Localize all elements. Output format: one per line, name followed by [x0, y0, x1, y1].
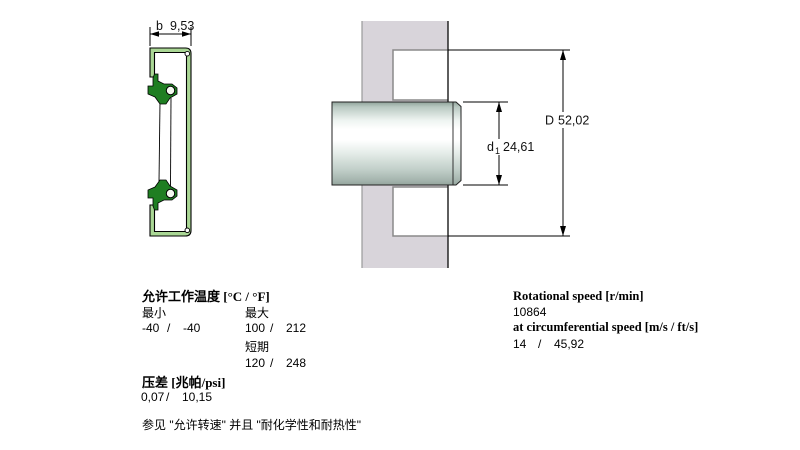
circumferential-speed-title: at circumferential speed [m/s / ft/s]	[513, 320, 699, 334]
seal-seat-top-edge	[392, 49, 448, 101]
temperature-max-values: 100 / 212	[245, 321, 306, 335]
temperature-min-label: 最小	[142, 306, 167, 320]
lip-profile-line-left	[158, 101, 161, 183]
speed-fts: 45,92	[554, 337, 585, 351]
temp-min-f: -40	[183, 321, 201, 335]
temperature-max-label: 最大	[245, 306, 270, 320]
slash-separator: /	[167, 321, 171, 335]
arrow-down-icon	[496, 175, 502, 185]
dim-d1-value: 24,61	[503, 140, 534, 154]
garter-spring-top	[165, 85, 176, 96]
temp-short-f: 248	[286, 356, 307, 370]
temp-max-f: 212	[286, 321, 307, 335]
arrow-up-icon	[496, 102, 502, 112]
temperature-short-term-values: 120 / 248	[245, 356, 306, 370]
slash-separator: /	[538, 337, 542, 351]
dim-d1-letter: d	[487, 140, 494, 154]
seal-seat-bottom	[393, 187, 448, 236]
dim-D-letter: D	[545, 114, 554, 128]
rotational-speed-title: Rotational speed [r/min]	[513, 289, 644, 303]
dim-d1-label-bg	[484, 139, 537, 155]
seal-lip-bottom	[147, 179, 178, 211]
width-dimension-b: b 9,53	[149, 19, 194, 46]
rotational-speed-value: 10864	[513, 305, 547, 319]
shaft-dimension-d1: d 1 24,61	[463, 101, 537, 186]
dim-d1-subscript: 1	[495, 146, 500, 156]
temp-short-c: 120	[245, 356, 266, 370]
seal-cross-section-drawing: b 9,53	[147, 19, 194, 237]
dim-D-value: 52,02	[558, 114, 589, 128]
dim-b-letter: b	[156, 19, 163, 33]
casing-curl-top	[184, 50, 191, 57]
shaft	[331, 101, 462, 186]
bore-dimension-D: D 52,02	[448, 49, 594, 237]
arrow-down-icon	[560, 226, 566, 236]
temperature-min-values: -40 / -40	[142, 321, 200, 335]
seal-casing	[149, 47, 192, 237]
temp-min-c: -40	[142, 321, 160, 335]
temperature-short-term-label: 短期	[245, 340, 270, 354]
dim-b-value: 9,53	[170, 19, 194, 33]
seal-seat-top	[393, 50, 448, 100]
speed-ms: 14	[513, 337, 527, 351]
pressure-title: 压差 [兆帕/psi]	[142, 375, 226, 390]
arrow-up-icon	[560, 50, 566, 60]
installation-drawing: D 52,02 d 1 24,61	[331, 21, 594, 268]
casing-curl-bottom	[184, 227, 191, 234]
dim-D-label-bg	[540, 112, 594, 128]
arrow-right-icon	[182, 31, 191, 37]
circumferential-speed-values: 14 / 45,92	[513, 337, 584, 351]
slash-separator: /	[270, 356, 274, 370]
pressure-mpa: 0,07	[141, 390, 165, 404]
seal-lip-top	[147, 73, 178, 105]
garter-spring-bottom	[165, 188, 176, 199]
seal-seat-bottom-edge	[392, 186, 448, 237]
temp-max-c: 100	[245, 321, 266, 335]
reference-note: 参见 "允许转速" 并且 "耐化学性和耐热性"	[142, 418, 362, 432]
slash-separator: /	[166, 390, 170, 404]
temperature-title: 允许工作温度 [°C / °F]	[142, 289, 270, 304]
lip-profile-line-right	[170, 97, 172, 187]
pressure-psi: 10,15	[182, 390, 213, 404]
slash-separator: /	[270, 321, 274, 335]
pressure-values: 0,07/ 10,15	[141, 390, 212, 404]
arrow-left-icon	[150, 31, 159, 37]
